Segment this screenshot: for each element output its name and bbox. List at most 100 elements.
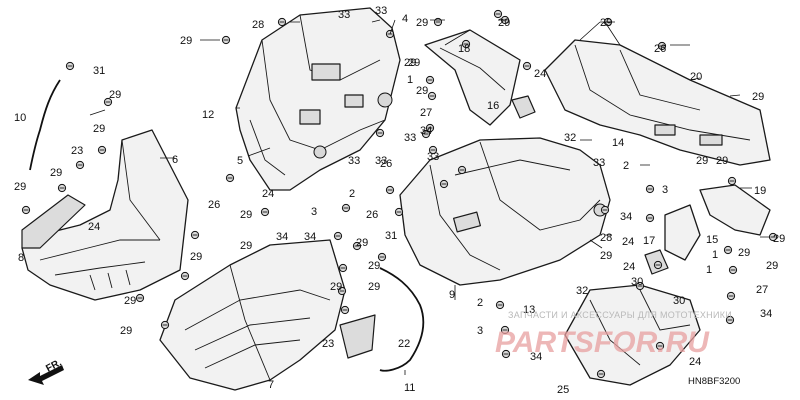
callout-number: 12 <box>202 109 214 121</box>
callout-number: 34 <box>276 231 288 243</box>
callout-number: 24 <box>262 188 274 200</box>
diagram-code: HN8BF3200 <box>688 376 740 387</box>
callout-number: 29 <box>50 167 62 179</box>
callout-number: 29 <box>408 57 420 69</box>
callout-number: 33 <box>375 155 387 167</box>
right-brackets-part-15-17-19 <box>644 184 771 275</box>
callout-number: 32 <box>564 132 576 144</box>
callout-number: 24 <box>534 68 546 80</box>
callout-number: 29 <box>416 17 428 29</box>
callout-number: 29 <box>716 155 728 167</box>
callout-number: 17 <box>643 235 655 247</box>
callout-number: 24 <box>622 236 634 248</box>
callout-number: 2 <box>477 297 483 309</box>
callout-number: 3 <box>662 184 668 196</box>
callout-number: 24 <box>623 261 635 273</box>
side-panel-part-6-8 <box>21 129 189 301</box>
callout-number: 3 <box>477 325 483 337</box>
callout-number: 5 <box>237 155 243 167</box>
callout-number: 33 <box>375 5 387 17</box>
rear-fender-part-9 <box>399 137 611 286</box>
center-bracket-part-18-16 <box>424 29 536 126</box>
callout-number: 19 <box>754 185 766 197</box>
callout-number: 29 <box>190 251 202 263</box>
watermark-caption: ЗАПЧАСТИ И АКСЕССУАРЫ ДЛЯ МОТОТЕХНИКИ <box>508 310 732 320</box>
callout-number: 26 <box>366 209 378 221</box>
callout-number: 29 <box>240 240 252 252</box>
callout-number: 29 <box>109 89 121 101</box>
callout-number: 23 <box>71 145 83 157</box>
callout-number: 29 <box>368 281 380 293</box>
direction-label: FR. <box>44 357 64 374</box>
callout-number: 24 <box>689 356 701 368</box>
floor-panel-part-7 <box>159 239 376 391</box>
callout-number: 29 <box>752 91 764 103</box>
callout-number: 29 <box>93 123 105 135</box>
front-direction-indicator: FR. <box>28 357 64 385</box>
callout-number: 26 <box>654 43 666 55</box>
callout-number: 8 <box>18 252 24 264</box>
callout-number: 30 <box>631 276 643 288</box>
fasteners <box>21 9 778 379</box>
cables-part-10-11 <box>29 79 425 372</box>
callout-number: 6 <box>172 154 178 166</box>
lower-rear-fender-part-25 <box>564 284 701 386</box>
callout-number: 9 <box>449 289 455 301</box>
callout-number: 20 <box>690 71 702 83</box>
leader-lines <box>89 19 770 375</box>
watermark-logo: PARTSFOR.RU <box>495 326 710 359</box>
callout-number: 1 <box>407 74 413 86</box>
callout-number: 1 <box>712 249 718 261</box>
callout-number: 13 <box>523 304 535 316</box>
callout-number: 29 <box>330 281 342 293</box>
callout-number: 29 <box>738 247 750 259</box>
callout-number: 31 <box>93 65 105 77</box>
callout-number: 29 <box>600 250 612 262</box>
inner-fender-part-5-12 <box>235 7 401 191</box>
callout-number: 29 <box>416 85 428 97</box>
callout-number: 33 <box>427 151 439 163</box>
callout-number: 29 <box>180 35 192 47</box>
callout-number: 34 <box>304 231 316 243</box>
callout-number: 33 <box>348 155 360 167</box>
callout-number: 34 <box>530 351 542 363</box>
callout-number: 33 <box>593 157 605 169</box>
callout-number: 18 <box>458 43 470 55</box>
callout-number: 29 <box>773 233 785 245</box>
callout-number: 2 <box>349 188 355 200</box>
callout-number: 2 <box>623 160 629 172</box>
callout-number: 29 <box>356 237 368 249</box>
callout-number: 29 <box>120 325 132 337</box>
callout-number: 29 <box>498 17 510 29</box>
callout-number: 25 <box>557 384 569 396</box>
callout-number: 34 <box>620 211 632 223</box>
callout-number: 33 <box>404 132 416 144</box>
callout-number: 34 <box>420 125 432 137</box>
callout-number: 3 <box>311 206 317 218</box>
front-arrow-icon <box>28 365 64 385</box>
callout-number: 29 <box>14 181 26 193</box>
callout-number: 31 <box>385 230 397 242</box>
callout-number: 32 <box>576 285 588 297</box>
callout-number: 15 <box>706 234 718 246</box>
callout-number: 29 <box>124 295 136 307</box>
callout-number: 11 <box>404 382 415 394</box>
callout-number: 7 <box>268 379 274 391</box>
callout-number: 10 <box>14 112 26 124</box>
callout-number: 23 <box>322 338 334 350</box>
callout-number: 26 <box>380 158 392 170</box>
callout-number: 22 <box>398 338 410 350</box>
callout-number: 29 <box>240 209 252 221</box>
callout-number: 28 <box>600 232 612 244</box>
watermark: ЗАПЧАСТИ И АКСЕССУАРЫ ДЛЯ МОТОТЕХНИКИ PA… <box>495 310 732 359</box>
callout-number: 29 <box>404 57 416 69</box>
callout-number: 28 <box>252 19 264 31</box>
callout-number: 29 <box>766 260 778 272</box>
callout-number: 26 <box>208 199 220 211</box>
callout-number: 29 <box>368 260 380 272</box>
rear-cover-part-20-14 <box>544 39 771 166</box>
callout-number: 34 <box>760 308 772 320</box>
callout-number: 33 <box>338 9 350 21</box>
